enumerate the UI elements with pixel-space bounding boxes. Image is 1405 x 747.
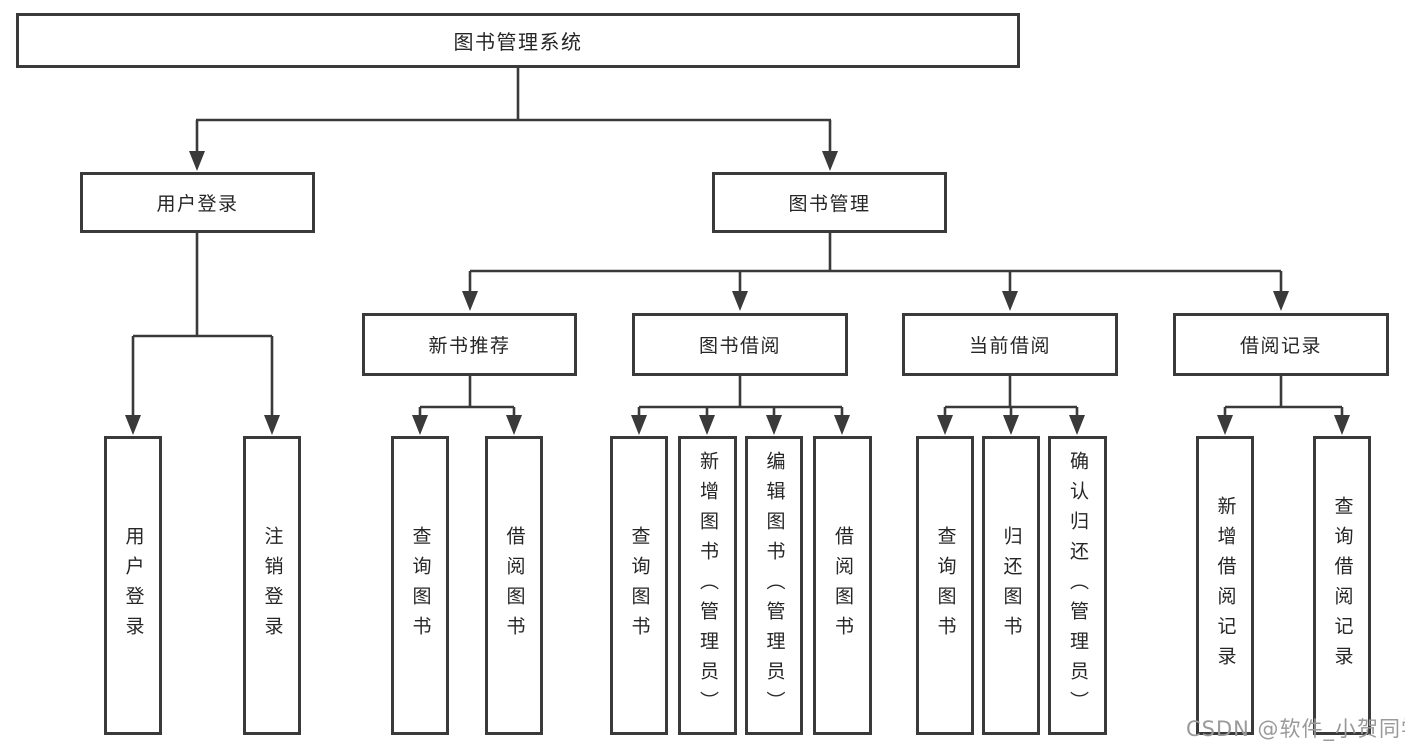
leaf-add-book-admin: 新增图书（管理员） — [678, 436, 737, 735]
node-label: 新增图书（管理员） — [697, 450, 719, 721]
arrowheads — [125, 151, 1350, 435]
leaf-return-book: 归还图书 — [982, 436, 1040, 735]
leaf-user-login: 用户登录 — [104, 436, 162, 735]
node-label: 用户登录 — [156, 193, 239, 215]
node-label: 查询图书 — [409, 525, 432, 646]
node-label: 查询借阅记录 — [1331, 495, 1354, 676]
node-book-borrow: 图书借阅 — [632, 313, 848, 376]
leaf-edit-book-admin: 编辑图书（管理员） — [745, 436, 803, 735]
leaf-query-books-current: 查询图书 — [916, 436, 974, 735]
node-label: 用户登录 — [122, 525, 145, 646]
node-label: 新书推荐 — [428, 335, 511, 357]
node-label: 查询图书 — [628, 525, 651, 646]
leaf-query-books-borrow: 查询图书 — [610, 436, 668, 735]
node-book-management: 图书管理 — [712, 172, 947, 233]
leaf-query-borrow-record: 查询借阅记录 — [1313, 436, 1371, 735]
leaf-add-borrow-record: 新增借阅记录 — [1196, 436, 1254, 735]
watermark: CSDN @软件_小贺同学 — [1186, 717, 1405, 741]
node-label: 图书管理系统 — [453, 30, 583, 54]
node-new-book-recommend: 新书推荐 — [362, 313, 577, 376]
node-label: 借阅图书 — [503, 525, 526, 646]
node-label: 确认归还（管理员） — [1067, 450, 1089, 721]
node-label: 借阅记录 — [1239, 335, 1322, 357]
leaf-borrow-books-2: 借阅图书 — [813, 436, 872, 735]
node-label: 编辑图书（管理员） — [763, 450, 786, 721]
node-label: 图书管理 — [788, 193, 871, 215]
leaf-borrow-books-recommend: 借阅图书 — [485, 436, 543, 735]
node-label: 注销登录 — [261, 525, 284, 646]
node-current-borrow: 当前借阅 — [902, 313, 1118, 376]
leaf-logout: 注销登录 — [243, 436, 301, 735]
node-label: 查询图书 — [934, 525, 957, 646]
leaf-query-books-recommend: 查询图书 — [391, 436, 449, 735]
node-label: 新增借阅记录 — [1214, 495, 1237, 676]
node-library-management-system: 图书管理系统 — [16, 13, 1020, 68]
node-label: 当前借阅 — [968, 335, 1051, 357]
leaf-confirm-return-admin: 确认归还（管理员） — [1048, 436, 1107, 735]
node-user-login: 用户登录 — [80, 172, 315, 233]
node-label: 借阅图书 — [832, 525, 854, 646]
node-borrow-records: 借阅记录 — [1173, 313, 1389, 376]
node-label: 图书借阅 — [698, 335, 781, 357]
node-label: 归还图书 — [1000, 525, 1023, 646]
